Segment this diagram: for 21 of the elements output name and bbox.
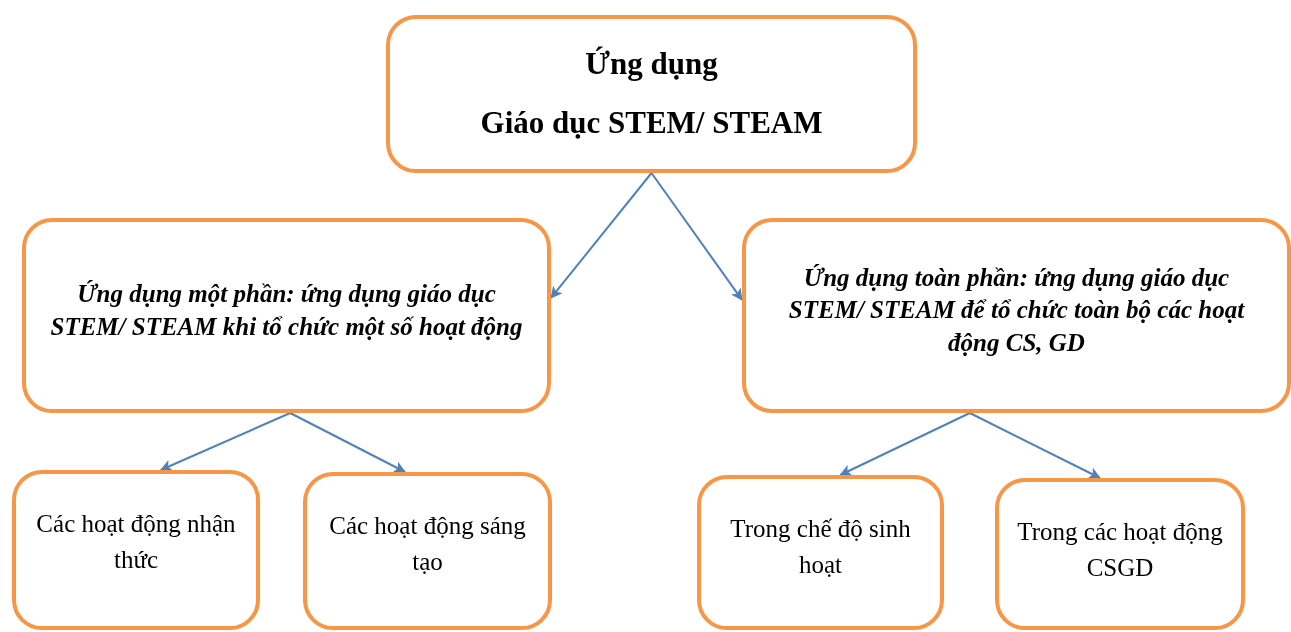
box-text: Ứng dụng toàn phần: ứng dụng giáo dục STEM/ STEAM để tổ chức toàn bộ các hoạt động CS, GD (787, 262, 1246, 358)
box-text: Giáo dục STEM/ STEAM (480, 104, 823, 142)
activity-box (697, 475, 944, 630)
arrow (968, 412, 1101, 479)
arrow (289, 412, 407, 473)
activity-box (12, 470, 260, 630)
box-text: Ứng dụng (585, 45, 718, 84)
category-box (22, 218, 551, 413)
box-text: Ứng dụng một phần: ứng dụng giáo dục STEM/ STEAM khi tổ chức một số hoạt động (49, 279, 524, 342)
box-text: Trong chế độ sinh hoạt (729, 514, 912, 581)
arrow (650, 172, 743, 301)
category-box (742, 218, 1291, 413)
arrow (159, 412, 292, 472)
box-text: Các hoạt động sáng tạo (328, 511, 527, 578)
box-text: Trong các hoạt động CSGD (1016, 517, 1224, 584)
activity-box (303, 472, 552, 630)
arrow (550, 172, 653, 299)
arrow (839, 412, 971, 476)
box-text: Các hoạt động nhận thức (35, 509, 237, 576)
activity-box (995, 478, 1245, 630)
title-box (386, 15, 917, 173)
